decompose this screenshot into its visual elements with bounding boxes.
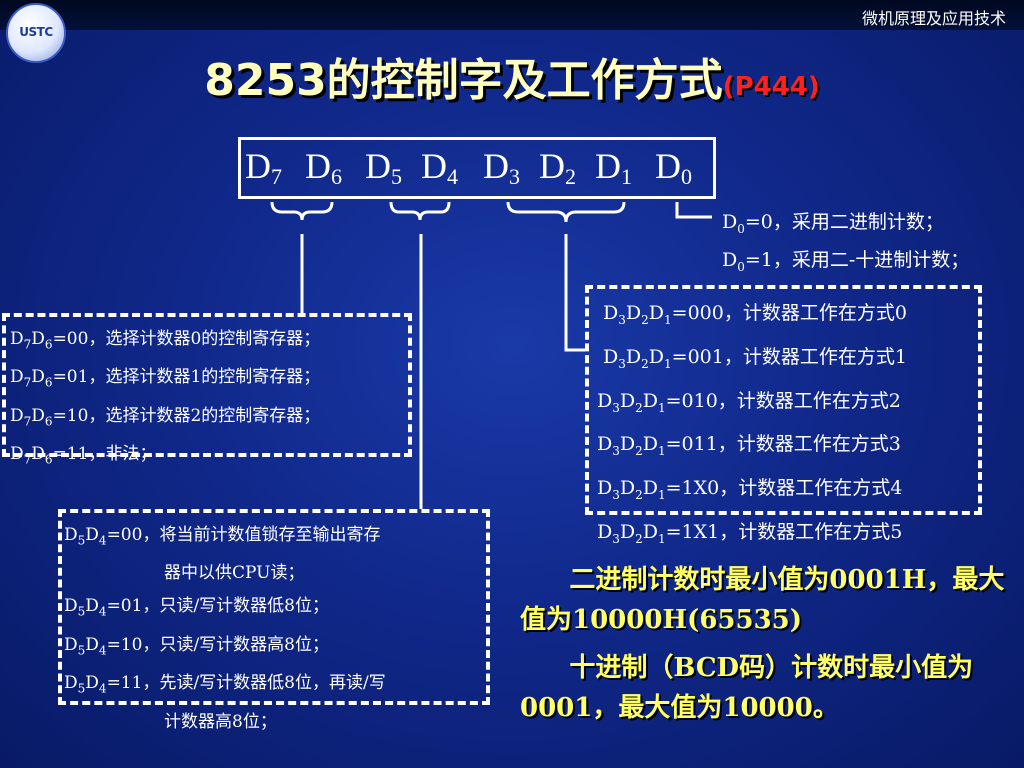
bit-d1: D1 (595, 146, 632, 189)
list-item: D5D4=10，只读/写计数器高8位； (64, 634, 329, 658)
list-item: D7D6=01，选择计数器1的控制寄存器； (10, 367, 321, 390)
list-item: D3D2D1=011，计数器工作在方式3 (597, 433, 901, 459)
list-item: D5D4=00，将当前计数值锁存至输出寄存 (64, 525, 381, 548)
list-item: D3D2D1=1X0，计数器工作在方式4 (597, 477, 903, 502)
control-word-bitbox: D7 D6 D5 D4 D3 D2 D1 D0 (238, 137, 716, 199)
title-main: 8253的控制字及工作方式 (204, 55, 723, 106)
top-bar (0, 0, 1024, 30)
list-item-continued: 计数器高8位； (164, 711, 277, 732)
title-page-ref: (P444) (722, 72, 820, 102)
line-d0 (675, 202, 712, 219)
list-item: D3D2D1=010，计数器工作在方式2 (597, 389, 901, 415)
list-item: D5D4=01，只读/写计数器低8位； (64, 596, 329, 619)
bit-d7: D7 (245, 146, 282, 189)
bit-d0: D0 (655, 146, 692, 189)
brace-d7d6 (270, 201, 334, 221)
logo-text: USTC (19, 25, 53, 39)
course-name: 微机原理及应用技术 (861, 9, 1006, 28)
d0-note-line: D0=0，采用二进制计数； (722, 211, 944, 236)
line-d3d1 (564, 234, 585, 352)
brace-d3d1 (506, 201, 626, 223)
list-item: D5D4=11，先读/写计数器低8位，再读/写 (64, 673, 386, 696)
page-title: 8253的控制字及工作方式(P444) (0, 44, 1024, 108)
mode-select-box: D3D2D1=000，计数器工作在方式0 D3D2D1=001，计数器工作在方式… (585, 285, 982, 546)
list-item: D7D6=10，选择计数器2的控制寄存器； (10, 405, 321, 429)
read-write-select-box: D5D4=00，将当前计数值锁存至输出寄存 器中以供CPU读； D5D4=01，… (58, 509, 490, 732)
bit-d2: D2 (539, 146, 576, 189)
bit-d5: D5 (365, 146, 402, 189)
brace-d5d4 (389, 201, 451, 221)
list-item: D3D2D1=1X1，计数器工作在方式5 (597, 520, 903, 546)
d0-note-line: D0=1，采用二-十进制计数； (722, 248, 970, 274)
binary-range-note: 二进制计数时最小值为0001H，最大值为10000H(65535) (520, 565, 1005, 635)
list-item: D7D6=00，选择计数器0的控制寄存器； (10, 329, 321, 352)
counter-select-box: D7D6=00，选择计数器0的控制寄存器； D7D6=01，选择计数器1的控制寄… (2, 313, 412, 467)
list-item: D7D6=11，非法； (10, 444, 157, 467)
count-range-notes: 二进制计数时最小值为0001H，最大值为10000H(65535) 十进制（BC… (520, 560, 1016, 736)
bit-d4: D4 (421, 146, 458, 189)
university-logo: USTC (6, 3, 66, 63)
list-item: D3D2D1=000，计数器工作在方式0 (597, 302, 907, 327)
list-item-continued: 器中以供CPU读； (164, 563, 305, 584)
bit-d6: D6 (305, 146, 342, 189)
list-item: D3D2D1=001，计数器工作在方式1 (597, 345, 907, 371)
bcd-range-note: 十进制（BCD码）计数时最小值为0001，最大值为10000。 (520, 653, 974, 723)
d0-description: D0=0，采用二进制计数； D0=1，采用二-十进制计数； (722, 207, 969, 283)
bit-d3: D3 (483, 146, 520, 189)
